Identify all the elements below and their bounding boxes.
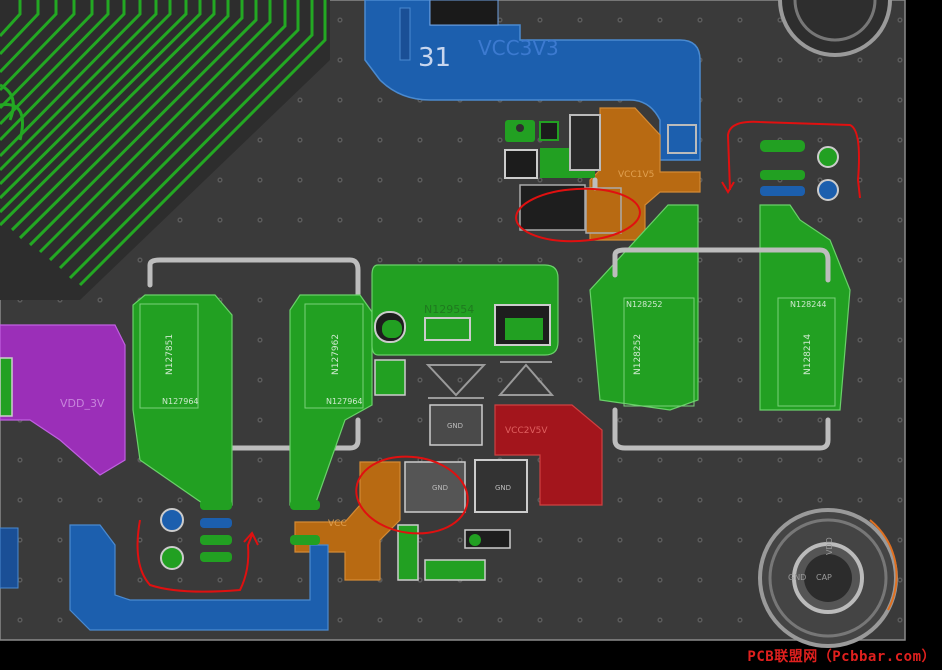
watermark-text: PCB联盟网（Pcbbar.com）: [747, 649, 936, 665]
n128252-copper: [589, 204, 699, 411]
mounting-hole-bottom: [758, 508, 898, 648]
keepout-region: [0, 0, 330, 300]
n128214-label: N128214: [803, 334, 813, 375]
vcc2v5v-copper: [494, 404, 603, 506]
n128252-label-a: N128252: [626, 300, 663, 309]
vcc-small-label: VCC: [328, 519, 347, 529]
bus-traces: [0, 0, 327, 287]
bottom-blue-copper: [69, 524, 329, 631]
vcc3v3-label: VCC3V3: [478, 36, 559, 60]
vdd-small-label: VDD: [825, 537, 834, 555]
n127964-label-a: N127964: [162, 397, 199, 406]
vdd-3v-copper: [0, 324, 126, 476]
vcc1v5-label: VCC1V5: [618, 170, 654, 180]
gnd-label-d: GND: [432, 484, 448, 492]
n128244-label: N128244: [790, 300, 827, 309]
vcc2v5v-label: VCC2V5V: [505, 426, 548, 436]
n127851-label: N127851: [165, 334, 175, 375]
red-annotations: [136, 120, 861, 593]
regulator-top-right: [667, 124, 839, 201]
regulator-bottom-left: [160, 500, 320, 570]
vcc3v3-copper: [364, 0, 701, 161]
cap-label: CAP: [816, 573, 832, 582]
n127962-copper: [289, 294, 373, 506]
gnd-label-c: GND: [495, 484, 511, 492]
n129554-label: N129554: [424, 303, 474, 316]
net-number-label: 31: [418, 43, 451, 73]
center-component: [429, 404, 483, 446]
n128252-label-b: N128252: [633, 334, 643, 375]
gnd-label-b: GND: [447, 422, 463, 430]
vdd-3v-label: VDD_3V: [60, 397, 105, 410]
diode-footprints: [425, 361, 555, 399]
n127962-label: N127962: [331, 334, 341, 375]
n127964-label-b: N127964: [326, 397, 363, 406]
mounting-hole-top: [778, 0, 892, 57]
gnd-label-a: GND: [788, 573, 806, 582]
